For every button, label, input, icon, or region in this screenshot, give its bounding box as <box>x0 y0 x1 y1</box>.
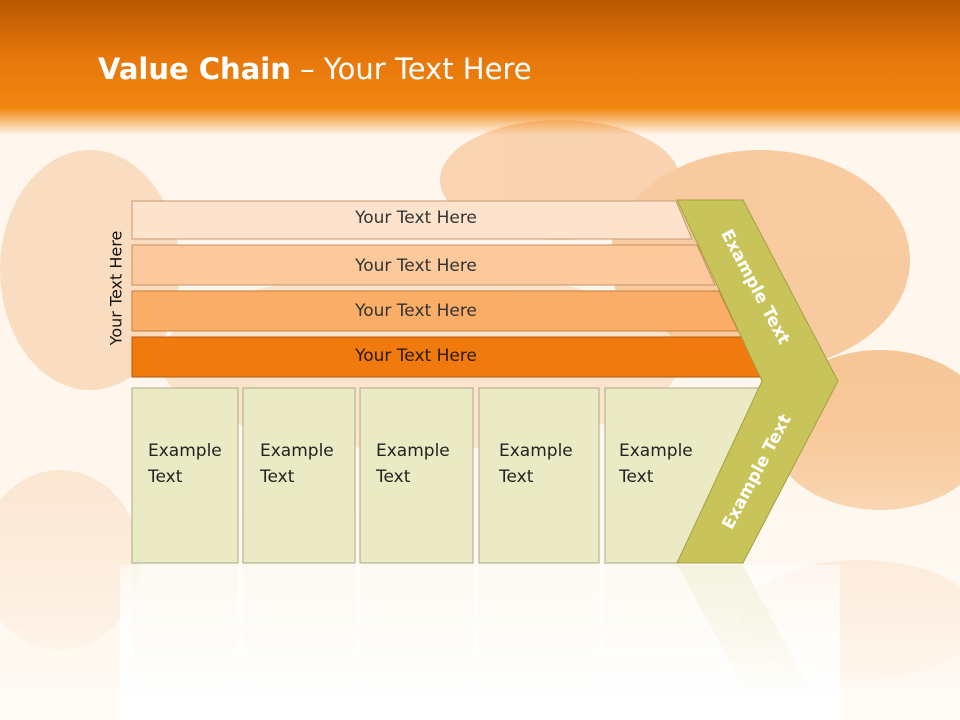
cell-box-1 <box>131 387 239 564</box>
cell-2-line1: Example <box>260 441 334 461</box>
chevron-arrow <box>676 199 839 564</box>
cell-2-label: Example Text <box>260 438 334 490</box>
cell-box-2 <box>242 387 356 564</box>
cell-2-line2: Text <box>260 467 295 487</box>
side-axis-label: Your Text Here <box>106 230 126 346</box>
page-title: Value Chain – Your Text Here <box>98 52 532 86</box>
cell-5-line2: Text <box>619 467 654 487</box>
band-2-label: Your Text Here <box>355 256 477 276</box>
cell-box-3 <box>359 387 474 564</box>
cell-3-line2: Text <box>376 467 411 487</box>
cell-3-label: Example Text <box>376 438 450 490</box>
band-2 <box>131 244 716 286</box>
cell-4-line2: Text <box>499 467 534 487</box>
band-1 <box>131 200 693 240</box>
cell-4-label: Example Text <box>499 438 573 490</box>
cell-box-4 <box>478 387 600 564</box>
cell-1-label: Example Text <box>148 438 222 490</box>
cell-4-line1: Example <box>499 441 573 461</box>
cell-5-line1: Example <box>619 441 693 461</box>
title-bar <box>0 0 960 135</box>
band-4-label: Your Text Here <box>355 346 477 366</box>
cell-1-line1: Example <box>148 441 222 461</box>
cell-3-line1: Example <box>376 441 450 461</box>
band-3-label: Your Text Here <box>355 301 477 321</box>
cell-5-label: Example Text <box>619 438 693 490</box>
band-1-label: Your Text Here <box>355 208 477 228</box>
cell-1-line2: Text <box>148 467 183 487</box>
